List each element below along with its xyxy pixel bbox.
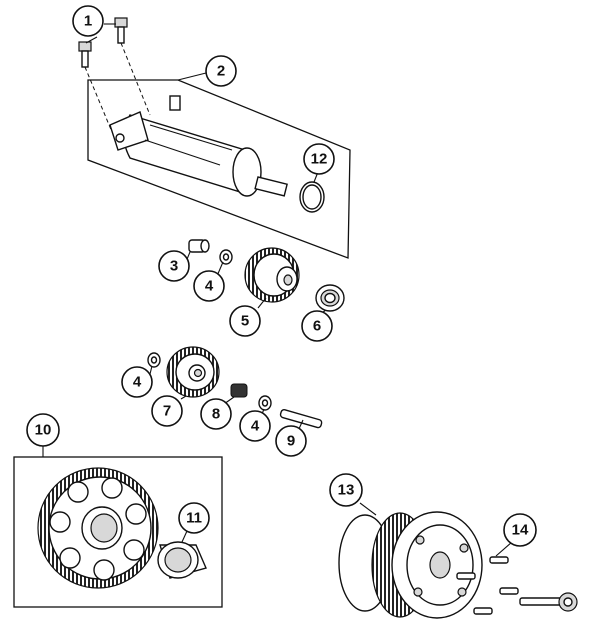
starter-gear-bore	[283, 274, 293, 286]
callout-circle	[158, 250, 190, 282]
callout-label: 14	[512, 522, 529, 539]
ring-gear-hole	[67, 481, 89, 503]
callout-10: 10	[26, 413, 60, 447]
clutch-bolt-hole	[415, 535, 425, 545]
ring-gear-hole	[59, 547, 81, 569]
clutch-bolt	[456, 572, 476, 580]
mount-hole	[115, 133, 125, 143]
bolt-axis-line	[84, 66, 113, 133]
bolt-head	[78, 41, 92, 52]
callout-circle	[121, 366, 153, 398]
starter-clutch-group	[338, 511, 578, 619]
ring-gear-box	[13, 456, 223, 608]
callout-label: 12	[311, 151, 328, 168]
bushing-end	[200, 239, 210, 253]
center-bolt-shank	[519, 597, 565, 606]
bolt-shank	[117, 26, 125, 44]
callout-label: 10	[35, 422, 52, 439]
ring-gear-group	[13, 456, 223, 608]
washer-hole	[261, 399, 269, 407]
washer-hole	[150, 356, 158, 364]
clutch-bolt	[489, 556, 509, 564]
starter-motor-box	[87, 79, 351, 259]
callout-2: 2	[205, 55, 237, 87]
callout-12: 12	[303, 143, 335, 175]
callout-circle	[193, 270, 225, 302]
callout-circle	[503, 513, 537, 547]
bolts-group	[78, 17, 151, 133]
motor-body-line	[149, 124, 233, 151]
clutch-bolt-hole	[413, 587, 423, 597]
callout-label: 2	[217, 63, 225, 80]
callout-7: 7	[151, 395, 183, 427]
clutch-bolt-hole	[459, 543, 469, 553]
washer-hole	[222, 253, 230, 261]
sleeve-bushing-bore	[164, 547, 192, 573]
callout-5: 5	[229, 305, 261, 337]
callout-circle	[301, 310, 333, 342]
callout-label: 11	[186, 510, 202, 527]
callout-label: 13	[338, 482, 355, 499]
idler-shaft	[279, 409, 323, 429]
callout-label: 3	[170, 258, 178, 275]
o-ring-inner	[302, 184, 322, 210]
callout-circle	[178, 502, 210, 534]
callout-1: 1	[72, 5, 104, 37]
callout-circle	[329, 473, 363, 507]
callout-4a: 4	[193, 270, 225, 302]
callout-6: 6	[301, 310, 333, 342]
ring-gear-hole	[101, 477, 123, 499]
callout-label: 4	[251, 418, 260, 435]
starter-motor-shaft	[254, 176, 288, 197]
callout-label: 4	[205, 278, 214, 295]
callout-label: 1	[84, 13, 92, 30]
callout-circle	[26, 413, 60, 447]
callout-circle	[275, 425, 307, 457]
callout-circle	[239, 410, 271, 442]
clutch-bolt	[499, 587, 519, 595]
needle-bearing	[230, 383, 248, 398]
bolt-head	[114, 17, 128, 28]
ring-gear-bore	[90, 513, 118, 543]
callout-circle	[303, 143, 335, 175]
callout-circle	[229, 305, 261, 337]
callout-circle	[151, 395, 183, 427]
callout-11: 11	[178, 502, 210, 534]
callout-9: 9	[275, 425, 307, 457]
callout-14: 14	[503, 513, 537, 547]
callout-label: 8	[212, 406, 220, 423]
callout-13: 13	[329, 473, 363, 507]
bearing-bore	[324, 292, 336, 304]
ring-gear-hole	[49, 511, 71, 533]
bolt-shank	[81, 50, 89, 68]
callout-label: 7	[163, 403, 171, 420]
clutch-hub	[429, 551, 451, 579]
callout-label: 6	[313, 318, 321, 335]
bolt-axis-line	[120, 42, 151, 116]
center-bolt-socket	[563, 597, 573, 607]
callout-4c: 4	[239, 410, 271, 442]
callout-8: 8	[200, 398, 232, 430]
callout-label: 5	[241, 313, 249, 330]
starter-terminal	[169, 95, 181, 111]
starter-motor-end-cap	[232, 147, 262, 197]
ring-gear-hole	[125, 503, 147, 525]
callout-3: 3	[158, 250, 190, 282]
ring-gear-hole	[93, 559, 115, 581]
starter-motor-group	[87, 79, 351, 259]
idler-parts-group	[147, 239, 345, 429]
callout-4b: 4	[121, 366, 153, 398]
ring-gear-hole	[123, 539, 145, 561]
callout-circle	[72, 5, 104, 37]
callout-circle	[205, 55, 237, 87]
clutch-bolt	[473, 607, 493, 615]
clutch-bolt-hole	[457, 587, 467, 597]
callout-label: 9	[287, 433, 295, 450]
motor-body-line	[144, 139, 221, 166]
callout-circle	[200, 398, 232, 430]
idler-gear-bore	[193, 368, 203, 378]
callout-label: 4	[133, 374, 142, 391]
